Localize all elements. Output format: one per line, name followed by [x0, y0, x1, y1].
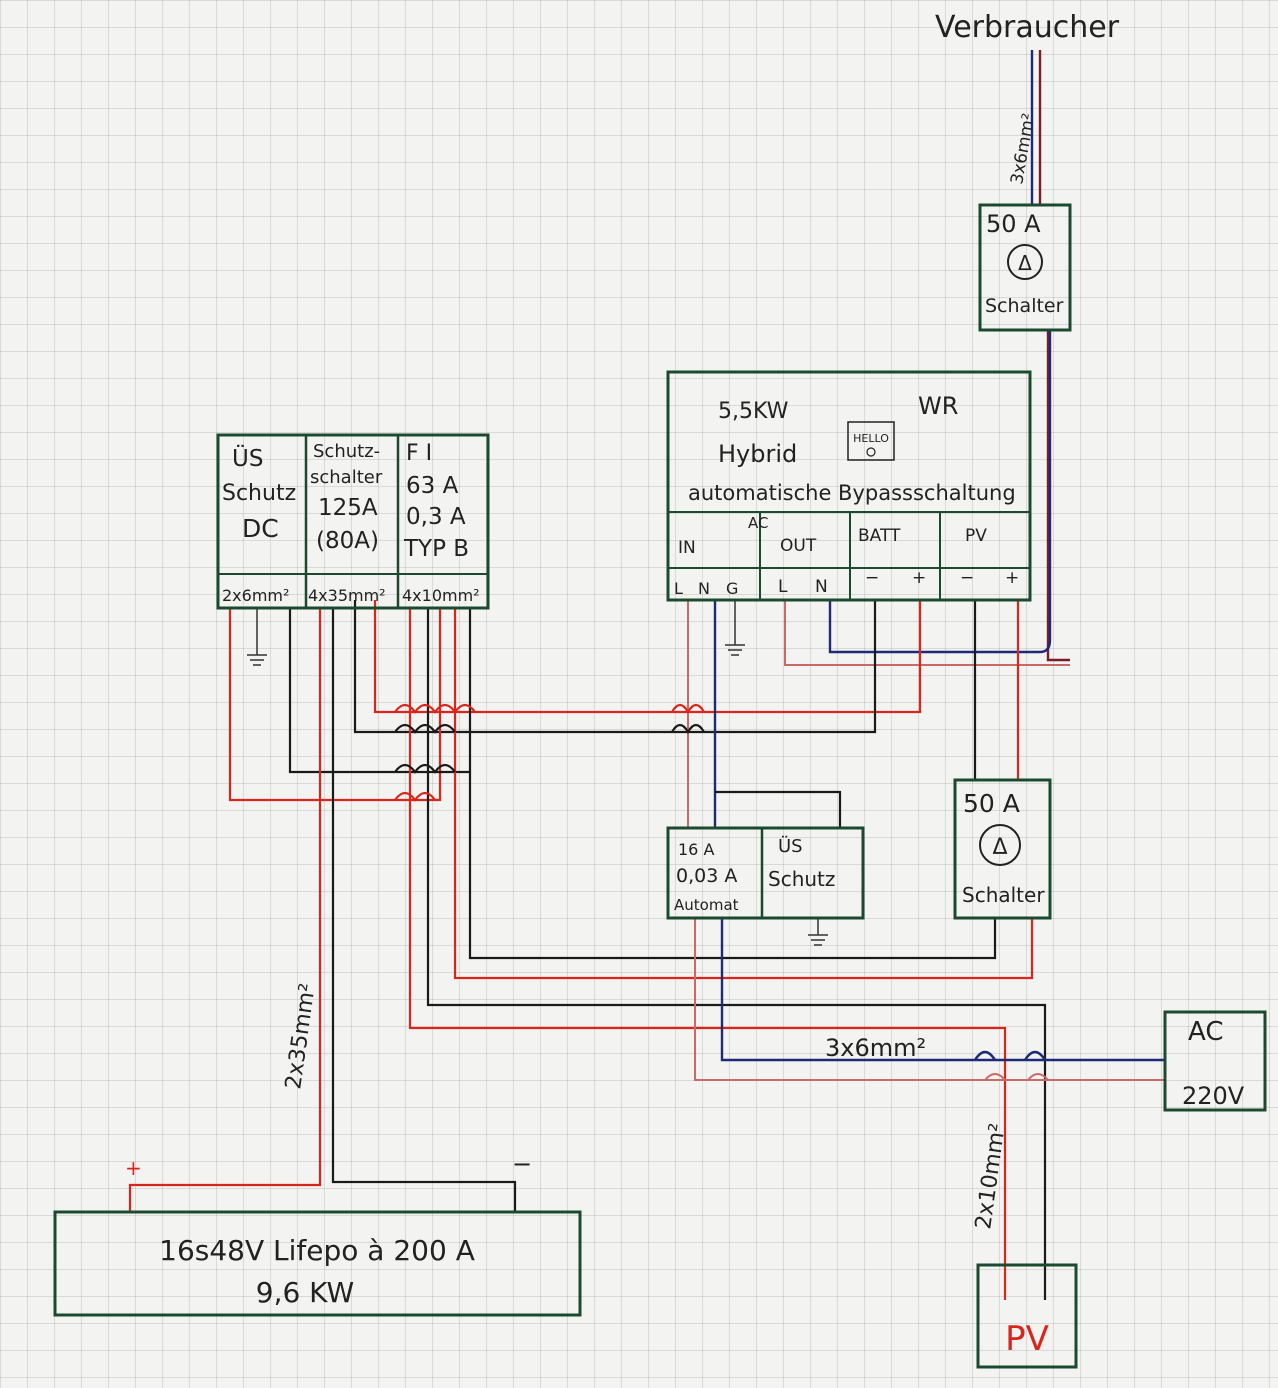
pv-switch: 50 A Δ Schalter	[953, 778, 1052, 920]
rcd-cable: 4x10mm²	[402, 586, 480, 605]
dc-surge-line1: ÜS	[232, 444, 263, 472]
pv-switch-rating: 50 A	[963, 789, 1020, 818]
dc-panel: ÜS Schutz DC 2x6mm² Schutz- schalter 125…	[216, 433, 490, 610]
ac-protection: 16 A 0,03 A Automat ÜS Schutz	[666, 826, 865, 920]
terminal-out-n: N	[815, 577, 828, 597]
inverter-pv-label: PV	[965, 526, 987, 546]
top-switch-label: Schalter	[985, 295, 1064, 317]
terminal-pv-plus: +	[1005, 568, 1019, 588]
ac-breaker-line1: 16 A	[678, 840, 714, 859]
rcd-line3: 0,3 A	[406, 504, 466, 530]
terminal-in-l: L	[674, 579, 683, 598]
contactor-line2: schalter	[310, 467, 383, 488]
rcd-line1: F I	[406, 441, 432, 466]
ac-breaker-line3: Automat	[674, 896, 739, 914]
switch-symbol-icon	[1007, 244, 1043, 280]
contactor-line3: 125A	[318, 495, 378, 521]
battery: + − 16s48V Lifepo à 200 A 9,6 KW	[53, 1150, 582, 1317]
ac-surge-line2: Schutz	[768, 867, 835, 891]
pv-switch-symbol: Δ	[992, 835, 1007, 860]
terminal-batt-minus: −	[865, 568, 879, 588]
grid-line1: AC	[1188, 1017, 1223, 1047]
contactor-cable: 4x35mm²	[308, 586, 386, 605]
battery-line2: 9,6 KW	[256, 1276, 354, 1309]
consumer-label: Verbraucher	[935, 10, 1120, 45]
inverter-type: Hybrid	[718, 440, 797, 468]
rcd-line4: TYP B	[403, 536, 469, 562]
inverter: 5,5KW WR Hybrid HELLO automatische Bypas…	[666, 370, 1032, 602]
dc-surge-cable: 2x6mm²	[222, 586, 289, 605]
ground-icon	[247, 608, 267, 666]
rcd-line2: 63 A	[406, 473, 459, 499]
top-switch-symbol: Δ	[1018, 251, 1032, 275]
contactor-line4: (80A)	[316, 528, 379, 554]
dc-surge-line2: Schutz	[222, 481, 296, 506]
contactor-line1: Schutz-	[313, 441, 380, 462]
inverter-batt-label: BATT	[858, 526, 901, 546]
terminal-in-g: G	[726, 579, 738, 598]
terminal-pv-minus: −	[960, 568, 974, 588]
consumer-cable-label: 3x6mm²	[1007, 112, 1039, 186]
inverter-tag: WR	[918, 392, 958, 420]
top-switch: 50 A Δ Schalter	[978, 203, 1072, 332]
top-switch-rating: 50 A	[986, 210, 1041, 238]
battery-plus-label: +	[125, 1156, 142, 1180]
grid-connection: AC 220V	[1163, 1010, 1267, 1112]
terminal-out-l: L	[778, 577, 788, 597]
ac-surge-line1: ÜS	[778, 835, 803, 857]
pv-switch-label: Schalter	[962, 883, 1045, 907]
pv-module: PV	[976, 1263, 1078, 1369]
battery-cable-label: 2x35mm²	[281, 982, 321, 1091]
inverter-out-label: OUT	[780, 536, 817, 556]
battery-minus-label: −	[512, 1150, 532, 1178]
terminal-batt-plus: +	[912, 568, 926, 588]
grid-line2: 220V	[1182, 1082, 1245, 1110]
dc-surge-line3: DC	[242, 514, 279, 543]
inverter-logo: HELLO	[853, 432, 889, 445]
logo-icon	[847, 421, 895, 461]
pv-label: PV	[1005, 1319, 1049, 1359]
inverter-power: 5,5KW	[718, 399, 789, 424]
grid-cable-label: 3x6mm²	[825, 1034, 926, 1062]
terminal-in-n: N	[698, 579, 710, 598]
wires	[128, 50, 1165, 1300]
battery-line1: 16s48V Lifepo à 200 A	[159, 1234, 475, 1267]
ground-icon	[808, 918, 828, 946]
inverter-in-label: IN	[678, 538, 696, 558]
ac-breaker-line2: 0,03 A	[676, 865, 737, 887]
ground-icon	[725, 600, 745, 656]
inverter-feature: automatische Bypassschaltung	[688, 481, 1016, 505]
switch-symbol-icon	[979, 824, 1021, 866]
inverter-ac-label: AC	[748, 514, 768, 532]
